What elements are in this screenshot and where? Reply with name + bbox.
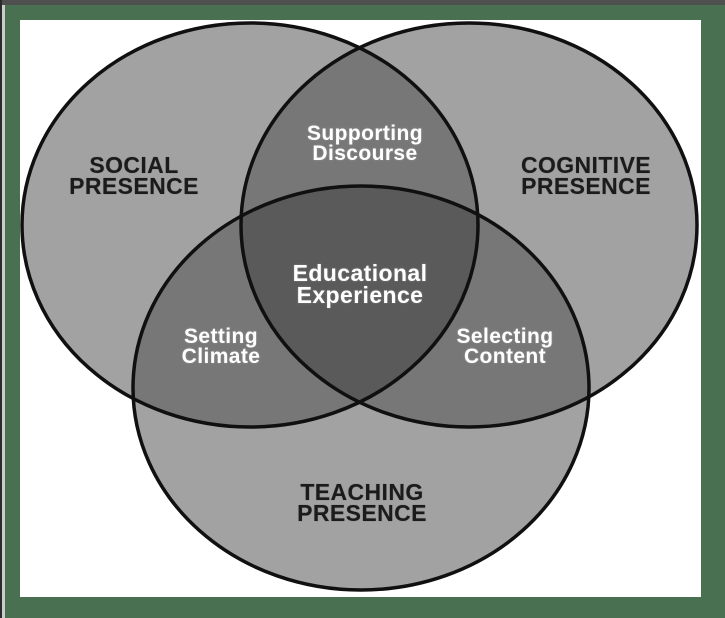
- cognitive-circle-outline: [239, 21, 699, 429]
- left-edge-dark-line: [0, 0, 2, 618]
- selecting-content-label: Selecting Content: [456, 325, 554, 368]
- setting-climate-label: Setting Climate: [181, 325, 261, 368]
- teaching-presence-label-line1: TEACHING: [300, 479, 424, 505]
- setting-climate-label-line2: Climate: [181, 345, 261, 368]
- supporting-discourse-label-line2: Discourse: [312, 142, 418, 165]
- setting-climate-label-line1: Setting: [184, 325, 258, 348]
- top-edge-line: [0, 0, 725, 5]
- educational-experience-label: Educational Experience: [292, 260, 428, 308]
- diagram-canvas: SOCIAL PRESENCE COGNITIVE PRESENCE TEACH…: [20, 20, 701, 597]
- teaching-presence-label: TEACHING PRESENCE: [297, 479, 427, 526]
- left-edge-light-line: [2, 5, 5, 618]
- social-presence-label-line2: PRESENCE: [69, 173, 199, 199]
- selecting-content-label-line2: Content: [463, 345, 547, 368]
- cognitive-presence-label-line2: PRESENCE: [521, 173, 651, 199]
- teaching-circle-outline: [131, 184, 591, 592]
- supporting-discourse-label-line1: Supporting: [307, 122, 423, 145]
- venn-diagram: [20, 21, 699, 592]
- selecting-content-label-line1: Selecting: [456, 325, 554, 348]
- social-presence-label: SOCIAL PRESENCE: [69, 152, 199, 199]
- teaching-presence-label-line2: PRESENCE: [297, 500, 427, 526]
- educational-experience-label-line1: Educational: [292, 260, 428, 286]
- social-presence-label-line1: SOCIAL: [89, 152, 179, 178]
- cognitive-presence-label-line1: COGNITIVE: [520, 152, 652, 178]
- social-circle-outline: [20, 21, 480, 429]
- cognitive-presence-label: COGNITIVE PRESENCE: [520, 152, 652, 199]
- educational-experience-label-line2: Experience: [296, 282, 424, 308]
- supporting-discourse-label: Supporting Discourse: [307, 122, 423, 165]
